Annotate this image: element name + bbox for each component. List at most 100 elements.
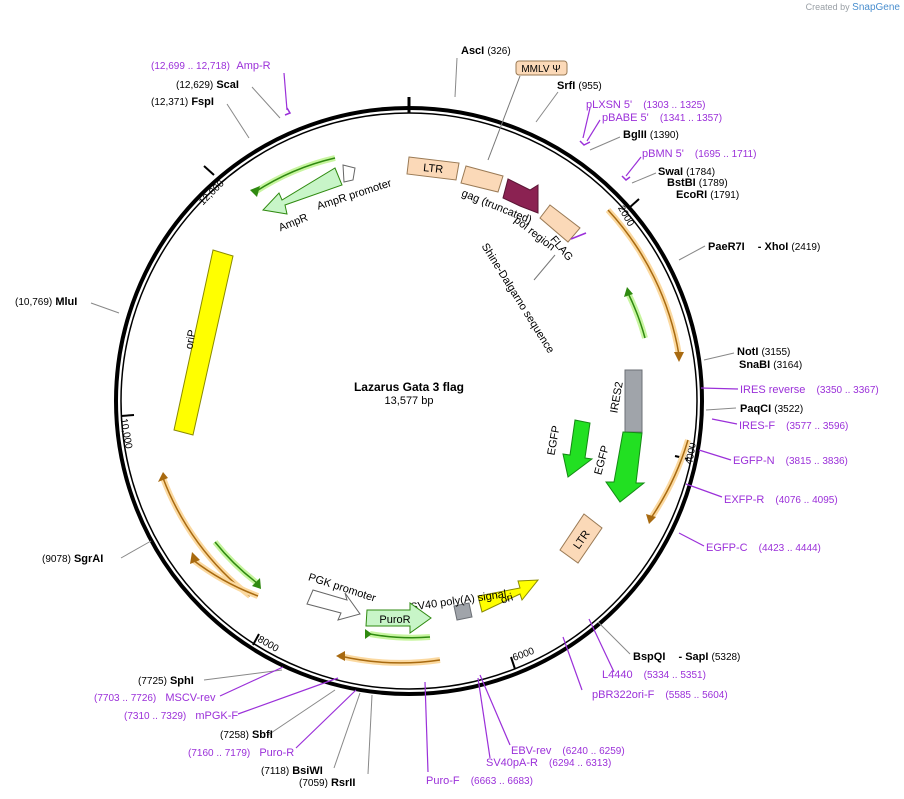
orf-arc-4-head [158, 472, 168, 482]
site-sgrAI: (9078) SgrAI [42, 553, 103, 565]
amp-r-leader [283, 72, 288, 111]
orip-box [173, 249, 234, 436]
site-rsrII: (7059) RsrII [299, 777, 355, 789]
primer-sv40pa-r: SV40pA-R (6294 .. 6313) [486, 757, 611, 769]
mmlv-psi-box [515, 60, 568, 76]
site-ascI: AscI (326) [461, 45, 511, 57]
srfI-leader [535, 91, 559, 123]
egfp-outer-arrow [605, 431, 646, 503]
credit-prefix: Created by [805, 2, 850, 12]
plxsn-leader [582, 107, 591, 139]
mscv-rev-leader [219, 666, 284, 697]
shine-leader [533, 254, 556, 281]
primer-l4440: L4440 (5334 .. 5351) [602, 669, 706, 681]
green-arc-3 [369, 633, 431, 639]
primer-pbabe: pBABE 5' (1341 .. 1357) [602, 112, 722, 124]
ires2-box [624, 369, 643, 433]
features: MMLV Ψ LTR gag (truncated) pol region FL… [173, 60, 646, 634]
orf-arc-3-head [336, 651, 345, 661]
mmlv-leader [487, 75, 521, 161]
shine-dalgarno-label: Shine-Dalgarno sequence [479, 241, 557, 355]
green-orf-arcs [212, 155, 648, 641]
site-bsiWI: (7118) BsiWI [261, 765, 323, 777]
flag-leader [570, 232, 587, 240]
egfp-inner-label: EGFP [546, 425, 563, 457]
ltr-top-box [406, 156, 460, 181]
ori-label: ori [499, 591, 514, 606]
paqCI-leader [705, 407, 737, 411]
site-snaBI: SnaBI (3164) [739, 359, 802, 371]
site-ecoRI: EcoRI (1791) [676, 189, 739, 201]
sv40pa-r-leader [477, 677, 491, 759]
scale-ticks: 2000 4000 6000 8000 10,000 12,000 [118, 165, 699, 670]
orf-arc-2-head [646, 514, 656, 524]
ampr-label: AmpR [277, 212, 310, 235]
pbmn-leader [625, 156, 642, 177]
snapgene-credit: Created by SnapGene [806, 2, 900, 13]
pgk-promoter-arrow [306, 589, 361, 621]
site-sphI: (7725) SphI [138, 675, 194, 687]
ires2-label: IRES2 [608, 381, 625, 414]
ebv-rev-leader [479, 674, 511, 746]
primer-mscv-rev: (7703 .. 7726) MSCV-rev [94, 692, 216, 704]
site-paeR7I: PaeR7I - XhoI (2419) [708, 241, 820, 253]
sphI-leader [203, 669, 283, 681]
site-bspQI: BspQI - SapI (5328) [633, 651, 740, 663]
ascI-leader [454, 57, 458, 98]
site-bglII: BglII (1390) [623, 129, 679, 141]
primer-puro-r: (7160 .. 7179) Puro-R [188, 747, 294, 759]
orf-arc-5-head [190, 552, 200, 564]
fspI-leader [226, 103, 250, 139]
pbabe-leader [586, 119, 601, 142]
ltr-bottom-box [559, 513, 603, 564]
bsiWI-leader [333, 692, 361, 769]
ires-f-leader [711, 418, 738, 425]
sbfI-leader [267, 689, 336, 736]
site-scaI: (12,629) ScaI [176, 79, 239, 91]
mmlv-psi-label: MMLV Ψ [521, 64, 560, 75]
primer-pbr322ori-f: pBR322ori-F (5585 .. 5604) [592, 689, 728, 701]
rsrII-leader [367, 694, 373, 775]
sgrAI-leader [120, 540, 152, 559]
site-paqCI: PaqCI (3522) [740, 403, 803, 415]
green-arc-4 [214, 541, 258, 584]
primer-mpgk-f: (7310 .. 7329) mPGK-F [124, 710, 238, 722]
primer-ebv-rev: EBV-rev (6240 .. 6259) [511, 745, 625, 757]
ires-reverse-leader [700, 387, 739, 390]
pbr322-leader [562, 636, 583, 691]
bspQI-leader [597, 621, 631, 655]
site-swaI: SwaI (1784) [658, 166, 715, 178]
primer-egfp-c: EGFP-C (4423 .. 4444) [706, 542, 821, 554]
puror-arrow [365, 602, 432, 634]
primer-exfp-r: EXFP-R (4076 .. 4095) [724, 494, 838, 506]
ampr-promoter-box [342, 164, 356, 183]
credit-brand: SnapGene [852, 2, 900, 13]
green-arc-2 [254, 157, 336, 193]
site-notI: NotI (3155) [737, 346, 790, 358]
site-sbfI: (7258) SbfI [220, 729, 273, 741]
plasmid-size: 13,577 bp [385, 395, 434, 407]
swaI-leader [631, 172, 657, 184]
bglII-leader [589, 136, 621, 151]
egfp-c-leader [678, 532, 705, 547]
pol-region-arrow [502, 178, 539, 214]
flag-box [539, 204, 581, 243]
primer-pbmn: pBMN 5' (1695 .. 1711) [642, 148, 756, 160]
puror-label: PuroR [379, 614, 410, 626]
restriction-sites: AscI (326) SrfI (955) BglII (1390) SwaI … [15, 45, 820, 789]
orip-label: oriP [183, 329, 198, 350]
l4440-leader [588, 618, 615, 673]
ori-arrow [477, 579, 540, 613]
site-mluI: (10,769) MluI [15, 296, 77, 308]
scaI-leader [251, 86, 281, 119]
site-bstBI: BstBI (1789) [667, 177, 728, 189]
egfp-n-leader [698, 449, 732, 461]
egfp-outer-label: EGFP [592, 444, 611, 476]
primer-egfp-n: EGFP-N (3815 .. 3836) [733, 455, 848, 467]
orf-arcs [158, 207, 691, 666]
exfp-r-leader [685, 483, 723, 498]
sv40-box [453, 602, 473, 621]
primer-plxsn: pLXSN 5' (1303 .. 1325) [586, 99, 705, 111]
gag-box [460, 165, 504, 193]
